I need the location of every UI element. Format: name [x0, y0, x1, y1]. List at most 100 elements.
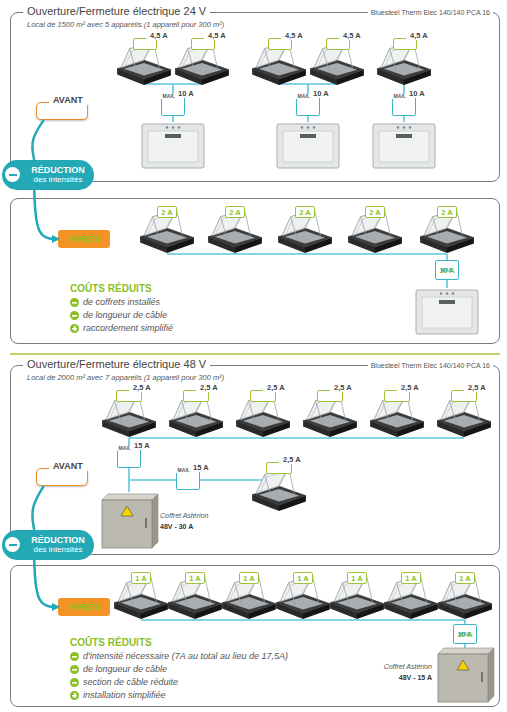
current-tag: 4,5 A — [326, 38, 350, 50]
current-value: 1 A — [297, 573, 308, 584]
current-tag: 1 A — [131, 572, 151, 584]
cabinet-label: Coffret Astérion — [160, 512, 208, 519]
current-tag: 1 A — [239, 572, 259, 584]
section-frame: Ouverture/Fermeture électrique 24 VBlues… — [10, 12, 500, 182]
cable — [129, 479, 279, 481]
benefits-heading: COÛTS RÉDUITS — [70, 637, 152, 648]
control-cabinet — [416, 290, 478, 334]
benefit-item: d'intensité nécessaire (7A au total au l… — [83, 651, 288, 662]
cable — [141, 619, 465, 621]
pill-title: RÉDUCTION — [31, 166, 85, 175]
current-value: 1 A — [243, 573, 254, 584]
current-value: 4,5 A — [204, 32, 230, 40]
current-tag: 2 A — [437, 206, 457, 218]
max-note: MAX. — [459, 629, 472, 640]
section-divider — [10, 353, 500, 355]
max-note: MAX. — [391, 94, 410, 99]
current-value: 2,5 A — [397, 384, 423, 392]
flow-arrow — [34, 190, 58, 239]
product-reference: Bluesteel Therm Elec 140/140 PCA 16 — [368, 362, 493, 369]
current-value: 2,5 A — [464, 384, 490, 392]
benefit-item: raccordement simplifié — [83, 323, 173, 334]
current-value: 4,5 A — [281, 32, 307, 40]
control-cabinet — [438, 648, 494, 702]
max-current-tag: 10 AMAX. — [296, 96, 320, 116]
current-tag: 4,5 A — [133, 38, 157, 50]
current-tag: 2,5 A — [183, 390, 209, 402]
current-value: 4,5 A — [406, 32, 432, 40]
phase-label: AVANT — [49, 96, 87, 105]
current-tag: 1 A — [293, 572, 313, 584]
phase-tag: APRÈS — [58, 598, 110, 616]
reduction-pill: RÉDUCTIONdes intensités — [2, 160, 94, 190]
section-frame: Ouverture/Fermeture électrique 48 VBlues… — [10, 365, 500, 555]
current-value: 1 A — [405, 573, 416, 584]
current-value: 2,5 A — [196, 384, 222, 392]
benefit-item: de longueur de câble — [83, 310, 167, 321]
current-tag: 2 A — [225, 206, 245, 218]
phase-tag: AVANT — [36, 102, 88, 120]
current-value: 2,5 A — [279, 456, 305, 464]
current-value: 1 A — [135, 573, 146, 584]
flow-arrow — [32, 486, 43, 530]
max-current-tag: 10 AMAX. — [435, 260, 459, 280]
current-tag: 2,5 A — [317, 390, 343, 402]
cabinet-label: 48V - 15 A — [372, 674, 432, 681]
current-tag: 1 A — [455, 572, 475, 584]
cable — [167, 253, 447, 255]
current-tag: 4,5 A — [393, 38, 417, 50]
current-tag: 2 A — [365, 206, 385, 218]
max-note: MAX. — [295, 94, 314, 99]
pill-title: RÉDUCTION — [31, 536, 85, 545]
skylight — [252, 468, 306, 511]
current-value: 2 A — [299, 207, 310, 218]
section-subtitle: Local de 1500 m² avec 5 appareils (1 app… — [27, 21, 224, 29]
phase-label: AVANT — [49, 462, 87, 471]
control-cabinet — [277, 124, 339, 168]
current-tag: 1 A — [185, 572, 205, 584]
flow-arrow — [34, 560, 58, 607]
max-current-tag: 10 AMAX. — [392, 96, 416, 116]
current-value: 2 A — [161, 207, 172, 218]
control-cabinet — [102, 494, 158, 548]
current-value: 4,5 A — [339, 32, 365, 40]
section-frame: COÛTS RÉDUITSde coffrets installésde lon… — [10, 198, 500, 344]
max-current-tag: 10 AMAX. — [161, 96, 185, 116]
phase-label: APRÈS — [68, 602, 99, 613]
section-title: Ouverture/Fermeture électrique 24 V — [23, 6, 210, 17]
current-value: 2 A — [441, 207, 452, 218]
max-note: MAX. — [116, 446, 135, 451]
current-value: 2 A — [369, 207, 380, 218]
product-reference: Bluesteel Therm Elec 140/140 PCA 16 — [368, 9, 493, 16]
max-current-tag: 15 AMAX. — [176, 470, 200, 490]
benefit-item: de longueur de câble — [83, 664, 167, 675]
benefit-item: installation simplifiée — [83, 690, 166, 701]
current-tag: 2 A — [157, 206, 177, 218]
current-tag: 4,5 A — [191, 38, 215, 50]
cable — [129, 437, 464, 439]
current-value: 1 A — [459, 573, 470, 584]
current-value: 2 A — [229, 207, 240, 218]
current-tag: 1 A — [347, 572, 367, 584]
current-tag: 2,5 A — [266, 462, 292, 474]
max-note: MAX. — [160, 94, 179, 99]
control-cabinet — [142, 124, 204, 168]
current-tag: 2,5 A — [116, 390, 142, 402]
current-value: 1 A — [189, 573, 200, 584]
current-tag: 2,5 A — [384, 390, 410, 402]
current-tag: 2,5 A — [250, 390, 276, 402]
current-value: 2,5 A — [129, 384, 155, 392]
current-value: 2,5 A — [330, 384, 356, 392]
section-title: Ouverture/Fermeture électrique 48 V — [23, 359, 210, 370]
current-value: 4,5 A — [146, 32, 172, 40]
benefits-heading: COÛTS RÉDUITS — [70, 283, 152, 294]
current-tag: 1 A — [401, 572, 421, 584]
benefit-item: section de câble réduite — [83, 677, 178, 688]
cabinet-label: Coffret Astérion — [372, 663, 432, 670]
phase-label: APRÈS — [68, 234, 99, 245]
cabinet-label: 48V - 30 A — [160, 523, 193, 530]
current-tag: 2 A — [295, 206, 315, 218]
current-tag: 4,5 A — [268, 38, 292, 50]
flow-arrow — [32, 120, 43, 160]
